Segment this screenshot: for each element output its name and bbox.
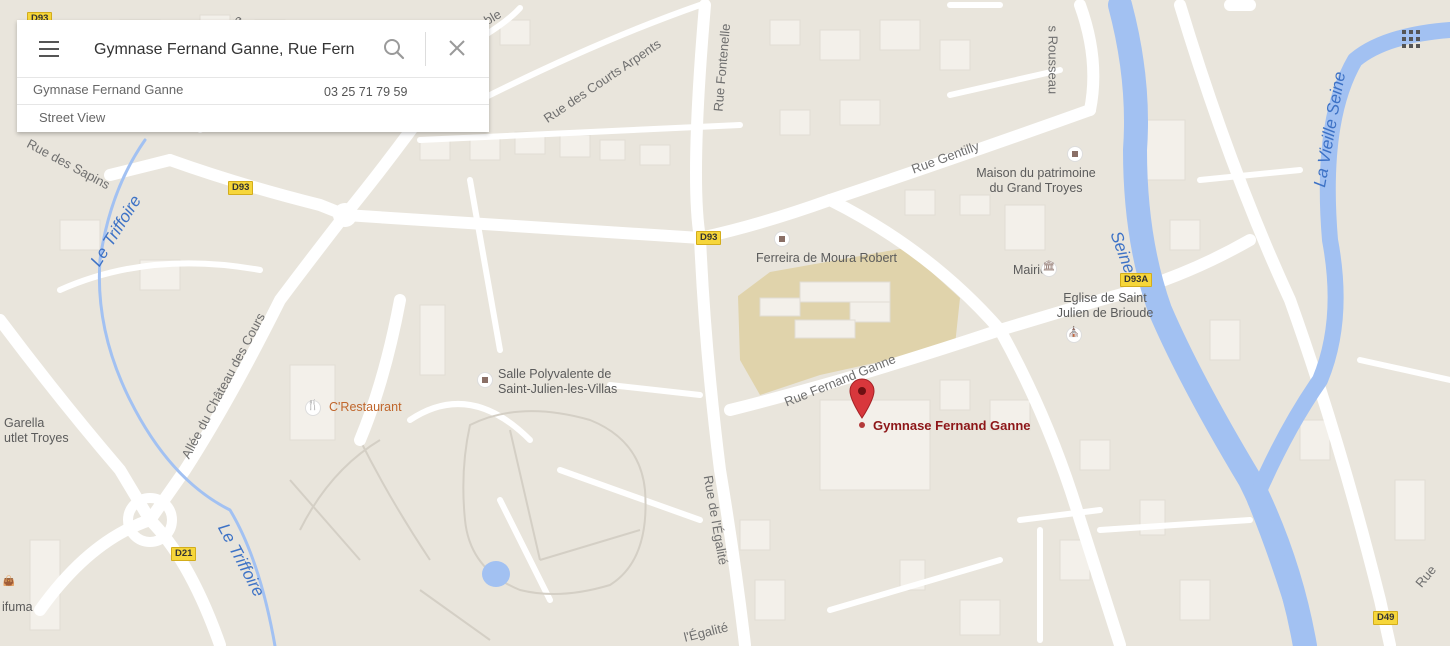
search-result-row[interactable]: Gymnase Fernand Ganne 03 25 71 79 59 — [17, 77, 489, 105]
shopping-bag-icon[interactable]: 👜 — [2, 576, 16, 587]
d93-shield-mid: D93 — [696, 231, 722, 245]
rivers — [97, 0, 1450, 646]
mairie-building-icon[interactable]: 🏛 — [1042, 261, 1056, 276]
roundabout-top — [333, 203, 357, 227]
close-icon[interactable] — [448, 39, 466, 57]
d93a-shield: D93A — [1120, 273, 1153, 287]
salle-label: Salle Polyvalente de Saint-Julien-les-Vi… — [498, 367, 618, 396]
street-view-label[interactable]: Street View — [39, 110, 106, 125]
apps-grid-icon[interactable] — [1402, 30, 1420, 48]
campus-buildings — [759, 281, 891, 339]
restaurant-fork-icon[interactable]: 🍴 — [306, 400, 320, 415]
result-name[interactable]: Gymnase Fernand Ganne — [33, 82, 184, 97]
main-roads — [0, 0, 1396, 646]
salle-poi-icon[interactable] — [478, 373, 492, 387]
result-phone: 03 25 71 79 59 — [324, 85, 408, 99]
search-icon[interactable] — [383, 38, 405, 60]
maison-poi-icon[interactable] — [1068, 147, 1082, 161]
d21-shield: D21 — [171, 547, 197, 561]
street-rousseau: s Rousseau — [1045, 25, 1061, 95]
fuma-label: ifuma — [2, 600, 33, 614]
location-pin-icon[interactable] — [849, 378, 875, 430]
hamburger-menu-icon[interactable] — [39, 41, 59, 57]
church-icon[interactable]: ⛪ — [1067, 327, 1081, 342]
roundabout-bottom — [123, 493, 177, 547]
pond — [482, 561, 510, 587]
search-divider — [425, 32, 426, 66]
marker-label[interactable]: Gymnase Fernand Ganne — [873, 418, 1031, 433]
d93-shield-left: D93 — [228, 181, 254, 195]
restaurant-label: C'Restaurant — [329, 400, 402, 414]
ferreira-poi-icon[interactable] — [775, 232, 789, 246]
ferreira-label: Ferreira de Moura Robert — [756, 251, 898, 265]
eglise-label: Eglise de Saint Julien de Brioude — [1056, 291, 1154, 320]
search-input[interactable] — [92, 32, 366, 68]
maison-label: Maison du patrimoine du Grand Troyes — [976, 166, 1096, 195]
d49-shield: D49 — [1373, 611, 1399, 625]
park-paths — [289, 410, 647, 641]
street-view-row[interactable]: Street View — [17, 105, 489, 132]
search-panel: Gymnase Fernand Ganne 03 25 71 79 59 Str… — [17, 20, 489, 132]
mairie-label: Mairie — [1013, 263, 1048, 277]
garella-label: Garella utlet Troyes — [4, 416, 69, 445]
search-row — [17, 20, 489, 77]
